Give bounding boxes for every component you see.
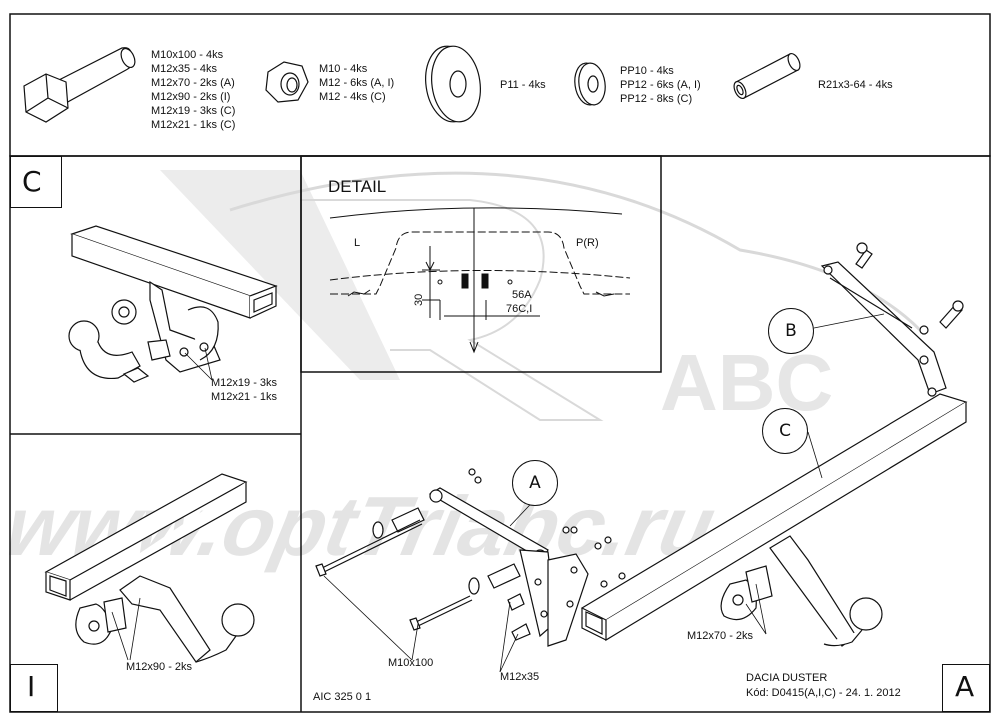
panel-i-drawing [44, 473, 255, 663]
watermark-logo: ABC [160, 170, 922, 427]
panel-c-leaders [184, 347, 213, 381]
frame-lines [9, 13, 991, 713]
panel-a-drawing [315, 242, 968, 647]
panel-c-letter: C [22, 165, 42, 198]
label-m12x35: M12x35 [500, 671, 540, 683]
nut-spec-2: M12 - 6ks (A, I) [319, 77, 395, 89]
panel-a-letter: A [955, 670, 975, 703]
spacer-tube-parts-list: R21x3-64 - 4ks [818, 78, 893, 92]
vehicle-model: DACIA DUSTER [746, 672, 828, 684]
nut-parts-list: M10 - 4ks M12 - 6ks (A, I) M12 - 4ks (C) [319, 62, 394, 104]
bolt-parts-list: M10x100 - 4ks M12x35 - 4ks M12x70 - 2ks … [151, 48, 235, 132]
label-m10x100: M10x100 [388, 657, 434, 669]
svg-text:ABC: ABC [660, 338, 833, 427]
nut-spec-1: M10 - 4ks [319, 63, 368, 75]
washer-large-icon [425, 45, 481, 123]
label-m12x70: M12x70 - 2ks [687, 630, 754, 642]
nut-spec-3: M12 - 4ks (C) [319, 91, 386, 103]
detail-left-label: L [354, 237, 361, 249]
detail-dim-56: 56A [512, 289, 532, 301]
washer-small-spec-3: PP12 - 8ks (C) [620, 93, 693, 105]
bolt-icon [23, 47, 136, 123]
callout-c: C [762, 408, 808, 454]
detail-dim-76: 76C,I [506, 303, 533, 315]
detail-drawing [329, 207, 631, 354]
detail-title: DETAIL [328, 177, 387, 196]
callout-b: B [768, 308, 814, 354]
bolt-spec-4: M12x90 - 2ks (I) [151, 91, 231, 103]
watermark-url: www.optTriabc.ru [0, 479, 723, 573]
washer-large-spec: P11 - 4ks [500, 79, 546, 91]
panel-a-leaders [323, 313, 885, 673]
bolt-spec-1: M10x100 - 4ks [151, 49, 224, 61]
spacer-tube-icon [733, 52, 801, 100]
washer-small-icon [574, 62, 606, 106]
panel-i-letter: I [27, 670, 36, 703]
washer-small-spec-2: PP12 - 6ks (A, I) [620, 79, 701, 91]
drawing-number: AIC 325 0 1 [313, 691, 372, 703]
bolt-spec-6: M12x21 - 1ks (C) [151, 119, 236, 131]
panel-i-leaders [111, 597, 141, 661]
bolt-spec-3: M12x70 - 2ks (A) [151, 77, 235, 89]
panel-c-label-1: M12x19 - 3ks [211, 377, 278, 389]
washer-large-parts-list: P11 - 4ks [500, 78, 546, 92]
panel-c-letter-box [10, 156, 62, 208]
panel-c-label-2: M12x21 - 1ks [211, 391, 278, 403]
bolt-spec-5: M12x19 - 3ks (C) [151, 105, 236, 117]
bolt-spec-2: M12x35 - 4ks [151, 63, 218, 75]
panel-i-label: M12x90 - 2ks [126, 661, 193, 673]
detail-right-label: P(R) [576, 237, 599, 249]
panel-i-letter-box [10, 664, 58, 712]
spacer-tube-spec: R21x3-64 - 4ks [818, 79, 893, 91]
washer-small-parts-list: PP10 - 4ks PP12 - 6ks (A, I) PP12 - 8ks … [620, 64, 701, 106]
product-code: Kód: D0415(A,I,C) - 24. 1. 2012 [746, 687, 901, 699]
detail-dim-30: 30 [413, 293, 425, 306]
nut-icon [265, 61, 309, 103]
callout-a: A [512, 460, 558, 506]
panel-c-drawing [68, 225, 278, 383]
panel-a-letter-box [942, 664, 990, 712]
washer-small-spec-1: PP10 - 4ks [620, 65, 674, 77]
